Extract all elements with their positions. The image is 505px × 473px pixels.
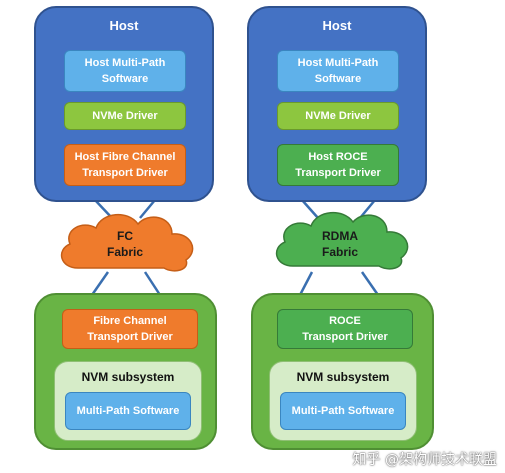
left-host-transport-driver: Host Fibre Channel Transport Driver <box>64 144 186 186</box>
watermark: 知乎 @架构师技术联盟 <box>352 452 497 468</box>
left-target-transport-driver: Fibre Channel Transport Driver <box>62 309 198 349</box>
right-subsystem-multipath-software: Multi-Path Software <box>280 392 406 430</box>
fc-fabric-label: FC Fabric <box>106 229 143 259</box>
rdma-fabric-label: RDMA Fabric <box>321 229 358 259</box>
left-nvm-subsystem: NVM subsystem Multi-Path Software <box>54 361 202 441</box>
right-host-title: Host <box>322 18 352 33</box>
right-host-transport-driver: Host ROCE Transport Driver <box>277 144 399 186</box>
right-target: ROCE Transport Driver NVM subsystem Mult… <box>251 293 434 450</box>
right-nvme-driver: NVMe Driver <box>277 102 399 130</box>
rdma-fabric-cloud <box>275 212 409 270</box>
left-target: Fibre Channel Transport Driver NVM subsy… <box>34 293 217 450</box>
right-host: Host Host Multi-Path Software NVMe Drive… <box>247 6 427 202</box>
fc-fabric-cloud <box>60 214 194 272</box>
left-host-multipath-software: Host Multi-Path Software <box>64 50 186 92</box>
right-nvm-subsystem-title: NVM subsystem <box>296 370 390 384</box>
right-target-transport-driver: ROCE Transport Driver <box>277 309 413 349</box>
right-nvm-subsystem: NVM subsystem Multi-Path Software <box>269 361 417 441</box>
left-subsystem-multipath-software: Multi-Path Software <box>65 392 191 430</box>
left-host-title: Host <box>109 18 139 33</box>
right-host-multipath-software: Host Multi-Path Software <box>277 50 399 92</box>
left-nvme-driver: NVMe Driver <box>64 102 186 130</box>
left-host: Host Host Multi-Path Software NVMe Drive… <box>34 6 214 202</box>
left-nvm-subsystem-title: NVM subsystem <box>81 370 175 384</box>
